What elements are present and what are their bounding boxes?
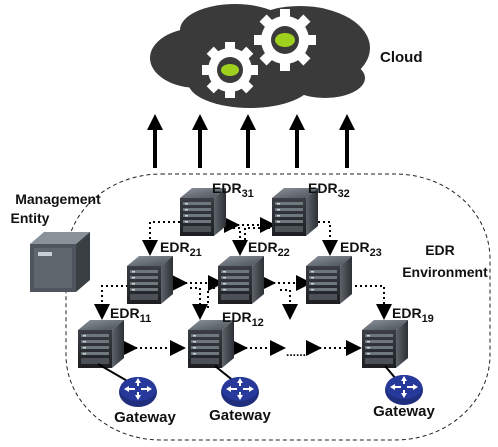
ellipsis: ...... bbox=[286, 345, 306, 359]
management-label: Management bbox=[15, 191, 101, 207]
management-label: Entity bbox=[11, 210, 50, 226]
edr19-server-icon bbox=[362, 320, 408, 368]
cloud-shape bbox=[150, 4, 370, 108]
management-entity: Management Entity bbox=[11, 191, 101, 292]
router-icon bbox=[220, 376, 260, 408]
gear-icon bbox=[254, 9, 316, 71]
management-server-icon bbox=[30, 232, 90, 292]
edr-labels: EDR31 EDR32 EDR21 EDR22 EDR23 EDR11 EDR1… bbox=[110, 180, 434, 329]
gear-icon bbox=[202, 42, 258, 98]
edr23-server-icon bbox=[306, 256, 352, 304]
cloud-label: Cloud bbox=[380, 49, 423, 66]
gateway: Gateway bbox=[209, 376, 272, 424]
edr-label: EDR21 bbox=[160, 239, 202, 259]
edr-label: EDR32 bbox=[308, 180, 350, 200]
gateway-label: Gateway bbox=[209, 407, 271, 424]
gateway-label: Gateway bbox=[114, 409, 176, 426]
edr11-server-icon bbox=[78, 320, 124, 368]
edr-environment-boundary bbox=[65, 173, 491, 441]
edr-links bbox=[94, 217, 392, 356]
edr22-server-icon bbox=[218, 256, 264, 304]
edr-label: EDR11 bbox=[110, 305, 151, 325]
gateway: Gateway bbox=[114, 376, 177, 426]
edr-label: EDR31 bbox=[212, 180, 254, 200]
gateway-label: Gateway bbox=[373, 403, 435, 420]
edr12-server-icon bbox=[188, 320, 234, 368]
edr-label: EDR23 bbox=[340, 239, 382, 259]
environment-label: EDR bbox=[425, 242, 455, 258]
router-icon bbox=[118, 376, 158, 408]
gateway: Gateway bbox=[373, 374, 436, 420]
environment-label: Environment bbox=[402, 264, 488, 280]
arrow-heads bbox=[147, 114, 355, 130]
edr-label: EDR22 bbox=[248, 239, 290, 259]
upload-arrows bbox=[153, 128, 349, 168]
router-icon bbox=[384, 374, 424, 406]
edr-label: EDR12 bbox=[222, 309, 264, 329]
edr-label: EDR19 bbox=[392, 305, 434, 325]
edr21-server-icon bbox=[127, 256, 173, 304]
cloud: Cloud bbox=[150, 4, 423, 108]
